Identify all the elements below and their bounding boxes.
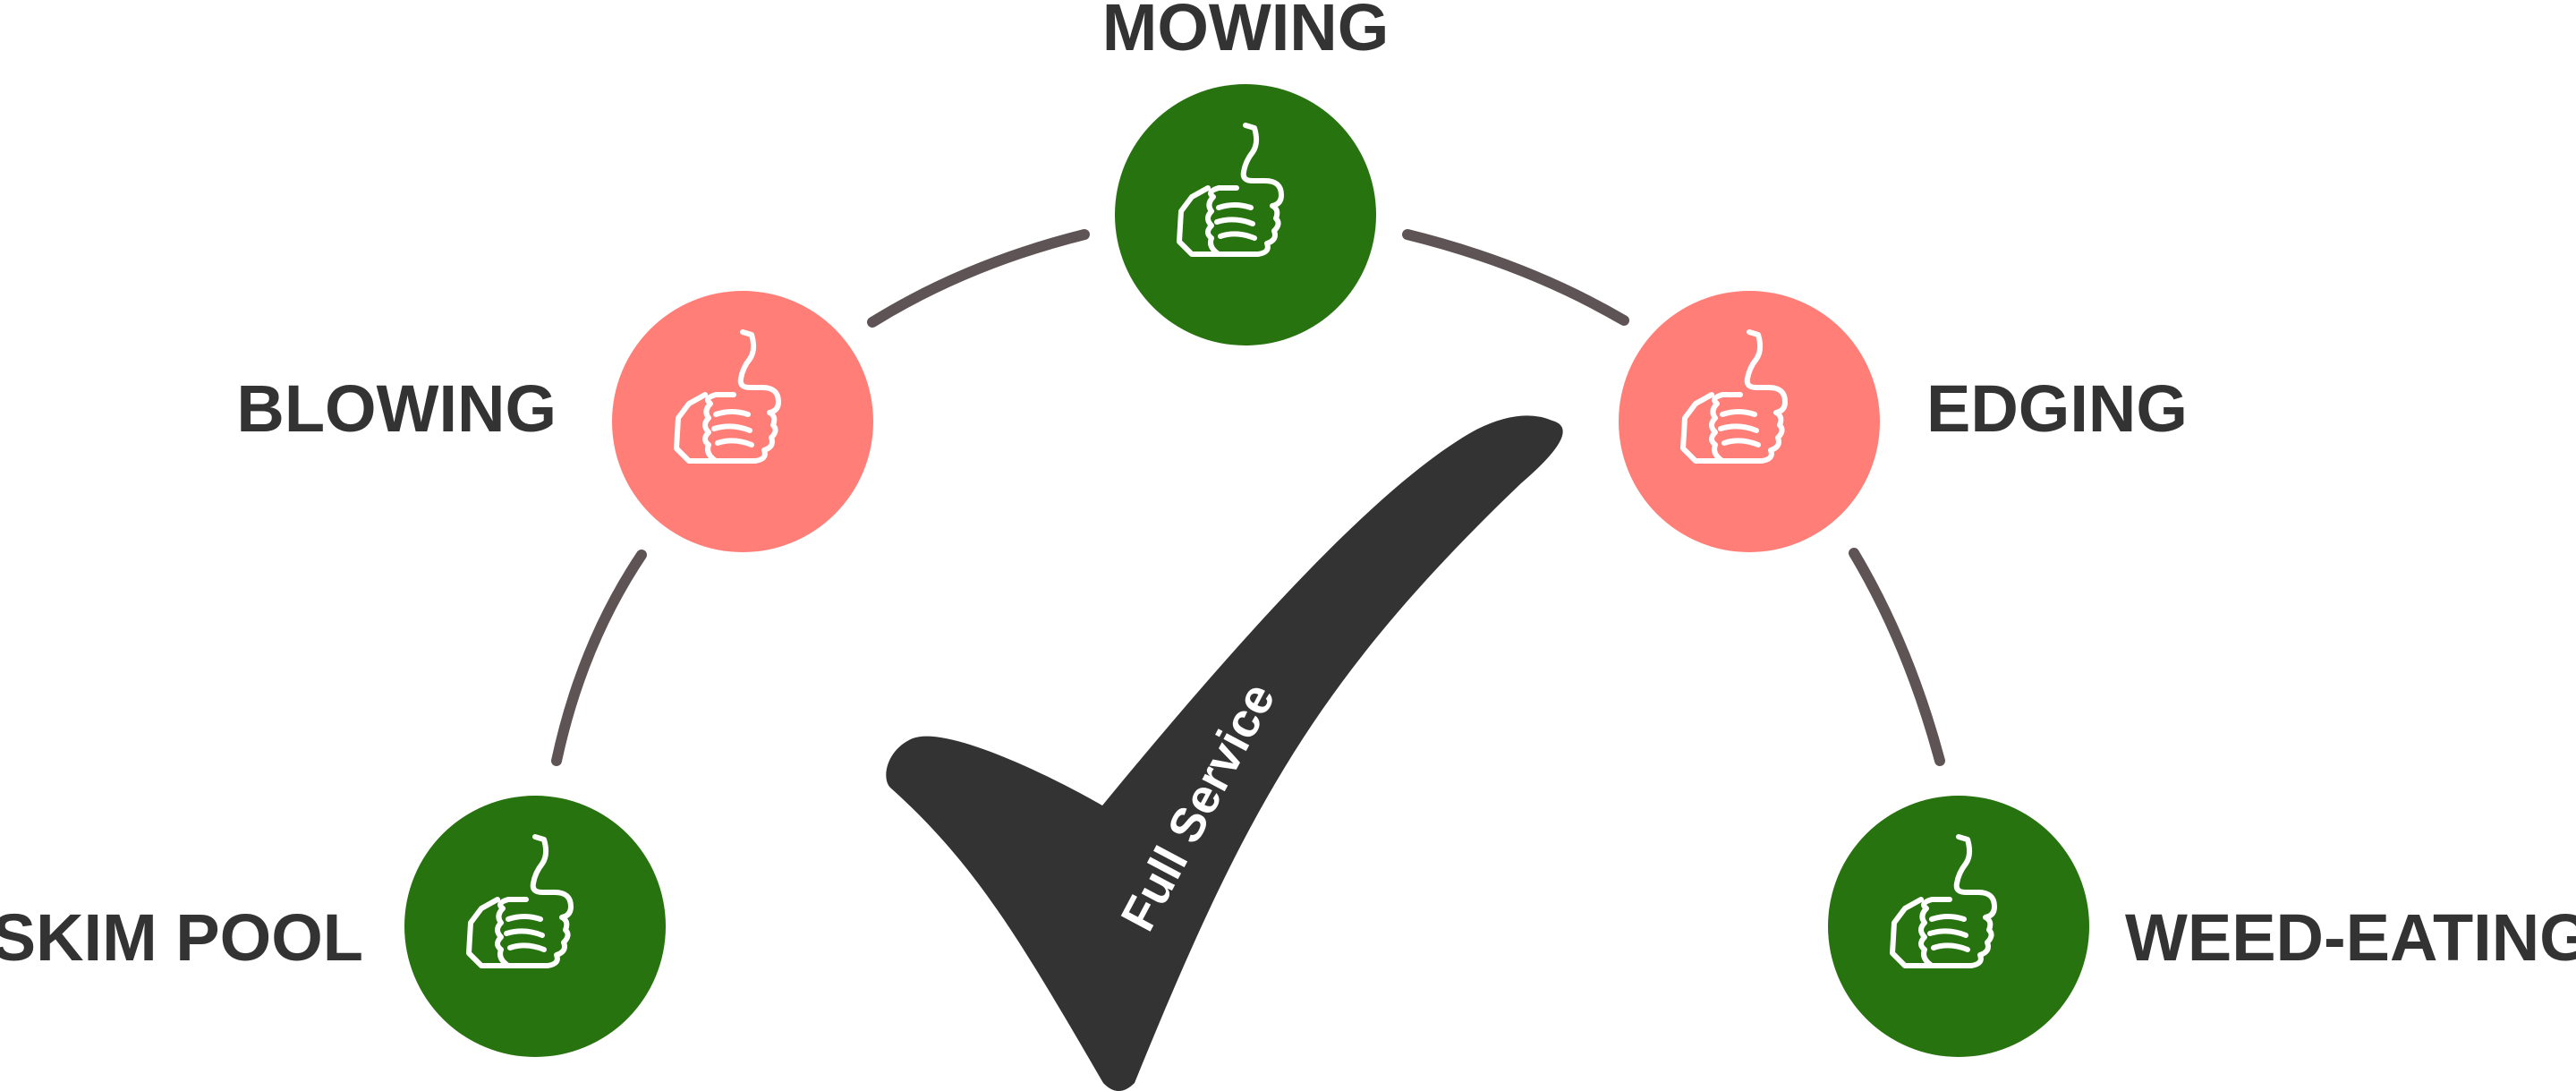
label-weed-eating: WEED-EATING	[2125, 900, 2576, 975]
circle-blowing	[612, 291, 873, 552]
connector-blowing-mowing	[867, 229, 1090, 328]
circle-mowing	[1115, 84, 1376, 345]
checkmark-shape	[886, 415, 1563, 1091]
service-node-edging	[1619, 291, 1880, 552]
connector-skimpool-blowing	[551, 550, 647, 766]
service-node-blowing	[612, 291, 873, 552]
label-mowing: MOWING	[1102, 0, 1390, 64]
label-edging: EDGING	[1926, 371, 2188, 446]
label-skim-pool: SKIM POOL	[0, 900, 363, 975]
connector-edging-weedeating	[1849, 548, 1945, 766]
service-node-skim-pool	[404, 796, 666, 1057]
circle-edging	[1619, 291, 1880, 552]
service-node-mowing	[1115, 84, 1376, 345]
circle-weed-eating	[1828, 796, 2089, 1057]
circle-skim-pool	[404, 796, 666, 1057]
label-blowing: BLOWING	[236, 371, 557, 446]
service-node-weed-eating	[1828, 796, 2089, 1057]
connector-mowing-edging	[1402, 229, 1629, 326]
connector-group	[551, 229, 1945, 766]
